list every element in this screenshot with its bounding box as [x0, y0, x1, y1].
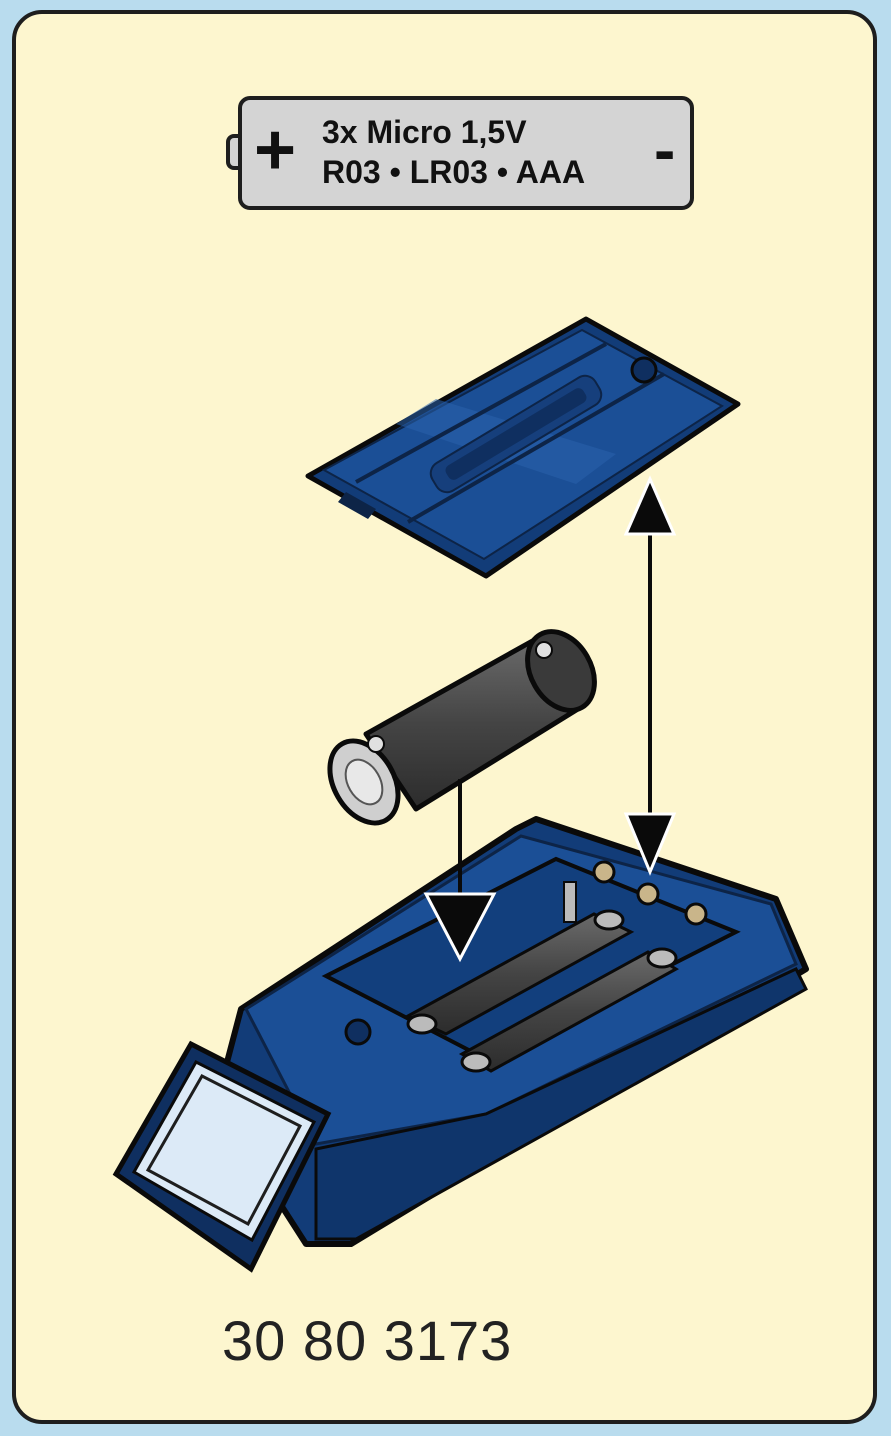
cover-up-arrow [626, 479, 674, 872]
plus-terminal-mark [536, 642, 552, 658]
instruction-card: + 3x Micro 1,5V R03 • LR03 • AAA - [12, 10, 877, 1424]
minus-terminal-mark [368, 736, 384, 752]
cover-screw-hole [632, 358, 656, 382]
battery-cover [308, 319, 738, 576]
battery-installation-illustration [16, 14, 877, 1424]
part-number: 30 80 3173 [222, 1308, 512, 1373]
